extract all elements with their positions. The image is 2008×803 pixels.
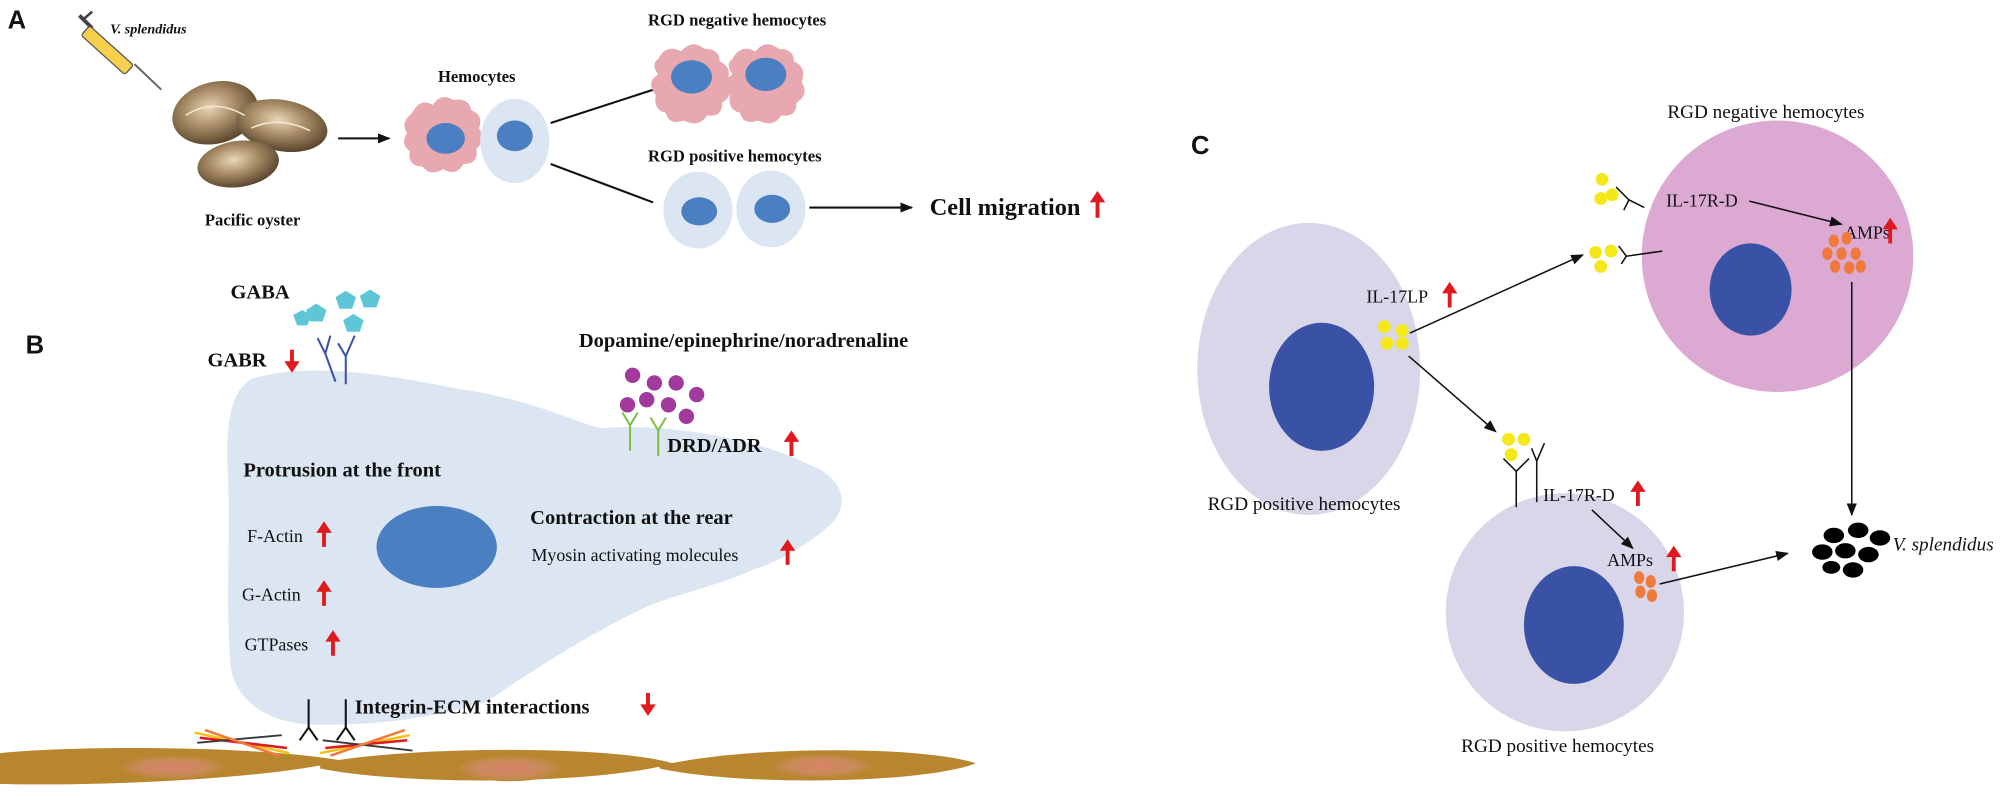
panel-a-letter: A — [8, 6, 27, 34]
drd-adr-label: DRD/ADR — [667, 435, 762, 457]
substrate-cells — [0, 748, 976, 785]
amps-bottom-to-pathogen-arrow — [1659, 551, 1789, 585]
cell-migration-label: Cell migration — [930, 194, 1081, 221]
panel-b-letter: B — [26, 332, 45, 360]
rgd-positive-cell-bottom-nucleus — [1523, 566, 1624, 684]
cell-migration-up-arrow-icon — [1089, 190, 1106, 218]
il17rd-label-bottom: IL-17R-D — [1543, 485, 1615, 505]
rgd-positive-cell-a — [480, 98, 550, 184]
drd-adr-up-arrow-icon — [783, 430, 800, 456]
rgd-positive-cell-pair — [663, 170, 806, 249]
amps-label-top: AMPs — [1844, 222, 1890, 242]
myosin-label: Myosin activating molecules — [531, 545, 738, 565]
rgd-positive-label-c1: RGD positive hemocytes — [1208, 494, 1401, 515]
protrusion-label: Protrusion at the front — [243, 459, 441, 481]
il17rd-to-amps-arrow-top — [1749, 200, 1843, 227]
rgd-negative-label-c: RGD negative hemocytes — [1667, 102, 1864, 123]
gtpases-label: GTPases — [245, 635, 309, 655]
amps-label-bottom: AMPs — [1607, 550, 1653, 570]
split-line-upper — [550, 88, 654, 125]
rgd-negative-cell-pair — [651, 44, 805, 124]
integrin-label: Integrin-ECM interactions — [355, 696, 590, 718]
hemocytes-label: Hemocytes — [438, 67, 516, 86]
il17-to-positive-arrow — [1408, 355, 1497, 433]
migrating-hemocyte — [227, 370, 842, 725]
panel-c-letter: C — [1191, 132, 1210, 160]
amps-cluster-bottom — [1634, 571, 1658, 602]
oyster-icon — [172, 81, 328, 188]
amps-top-up-arrow-icon — [1882, 217, 1898, 244]
amps-bottom-up-arrow-icon — [1666, 545, 1682, 572]
split-line-lower — [550, 163, 654, 204]
catecholamine-label: Dopamine/epinephrine/noradrenaline — [579, 330, 908, 352]
pathogen-cluster-icon — [1812, 522, 1891, 578]
rgd-positive-label-c2: RGD positive hemocytes — [1461, 736, 1654, 757]
ecm-fibers — [194, 728, 413, 757]
catecholamine-molecules — [619, 367, 705, 424]
panel-b: B GABA — [0, 281, 976, 785]
il17lp-up-arrow-icon — [1441, 281, 1458, 308]
f-actin-label: F-Actin — [247, 526, 303, 546]
gaba-label: GABA — [231, 281, 290, 303]
il17rd-bottom-up-arrow-icon — [1630, 480, 1646, 506]
integrin-receptors — [298, 699, 356, 741]
g-actin-label: G-Actin — [242, 585, 301, 605]
migrating-hemocyte-nucleus — [376, 505, 497, 588]
il17lp-label: IL-17LP — [1366, 286, 1428, 306]
amps-cluster-top — [1822, 231, 1866, 275]
gabr-label: GABR — [207, 349, 266, 371]
oyster-label: Pacific oyster — [205, 210, 301, 229]
panel-a: A V. splendidus Pacific oyster Hemocytes — [8, 6, 1106, 249]
pathogen-label: V. splendidus — [1893, 535, 1994, 556]
rgd-negative-cell-a — [403, 97, 483, 173]
il17rd-label-top: IL-17R-D — [1666, 190, 1738, 210]
il17-ligands-top — [1594, 172, 1619, 205]
injection-label: V. splendidus — [110, 21, 187, 37]
rgd-positive-cell-left-nucleus — [1269, 322, 1375, 451]
gaba-molecules — [293, 289, 381, 332]
g-actin-up-arrow-icon — [316, 580, 332, 606]
integrin-down-arrow-icon — [640, 692, 656, 716]
il17lp-cluster-left — [1377, 320, 1409, 350]
panel-c: C RGD negative hemocytes RGD positive he… — [1191, 102, 1994, 757]
gtpases-up-arrow-icon — [325, 630, 341, 656]
il17rd-to-amps-arrow-bottom — [1591, 509, 1634, 550]
il17rd-receptor-bottom — [1502, 442, 1546, 508]
il17-ligands-bottom — [1502, 432, 1531, 462]
rgd-negative-label-a: RGD negative hemocytes — [648, 11, 827, 30]
syringe-icon — [78, 10, 163, 91]
myosin-up-arrow-icon — [779, 539, 796, 565]
il17-to-negative-arrow — [1409, 254, 1585, 334]
rgd-negative-cell-c-nucleus — [1709, 243, 1792, 336]
contraction-label: Contraction at the rear — [530, 507, 733, 529]
il17-ligands-mid — [1589, 244, 1618, 273]
f-actin-up-arrow-icon — [316, 521, 332, 547]
il17rd-receptor-top-2 — [1618, 245, 1663, 265]
drd-adr-receptors — [621, 411, 667, 456]
il17rd-receptor-top-1 — [1615, 186, 1645, 211]
gabr-down-arrow-icon — [284, 349, 300, 373]
gabr-receptors — [316, 335, 356, 385]
rgd-positive-label-a: RGD positive hemocytes — [648, 146, 822, 165]
